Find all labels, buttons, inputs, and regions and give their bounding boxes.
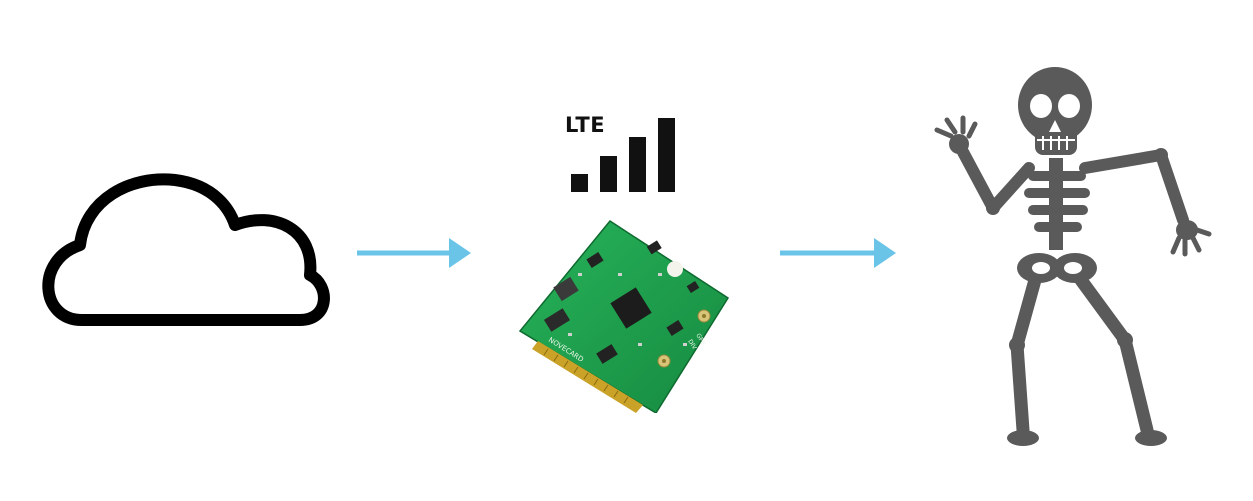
signal-bar xyxy=(600,156,617,192)
lte-label: LTE xyxy=(565,113,606,137)
signal-bar xyxy=(629,137,646,192)
lte-signal-icon: LTE xyxy=(560,110,685,200)
signal-bar xyxy=(658,118,675,192)
cloud-icon xyxy=(42,173,330,326)
modem-board-image: GPS DIV NOVECARD xyxy=(518,220,730,413)
silkscreen-div: DIV xyxy=(686,338,698,351)
skeleton-icon xyxy=(934,67,1212,446)
signal-bar xyxy=(571,174,588,192)
arrow-right-icon xyxy=(357,238,471,268)
arrow-right-icon xyxy=(780,238,896,268)
